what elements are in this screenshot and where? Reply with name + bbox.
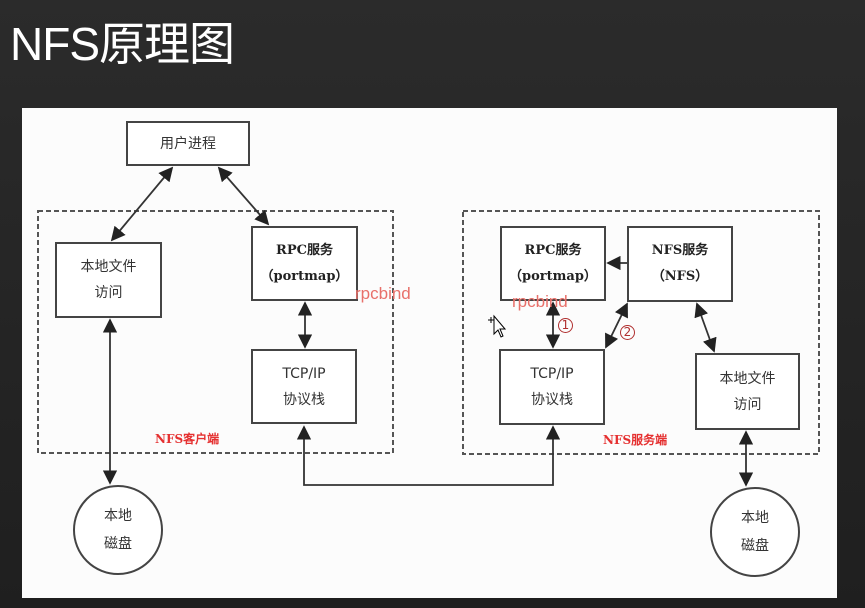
server-nfs-box: NFS服务 （NFS） [627,226,733,302]
arrow-user-localfile [110,166,174,242]
label: 本地文件 [80,259,137,275]
label: TCP/IP [282,365,326,382]
label: （portmap） [260,268,349,284]
server-boundary [462,210,820,455]
label: （NFS） [651,269,709,284]
client-boundary [37,210,394,454]
label: 本地 [741,510,769,526]
arrow-user-rpc [217,166,270,226]
client-tcpip-box: TCP/IP 协议栈 [251,349,357,424]
label: 协议栈 [283,391,325,408]
label: 访问 [733,396,762,413]
server-disk: 本地磁盘 [710,487,800,577]
user-process-box: 用户进程 [126,121,250,166]
server-tcpip-box: TCP/IP 协议栈 [499,349,605,425]
label: 本地 [104,508,132,524]
client-rpc-box: RPC服务 （portmap） [251,226,358,301]
server-local-file-box: 本地文件访问 [695,353,800,430]
client-local-file-box: 本地文件访问 [55,242,162,318]
arrow-nfs-localfile [694,302,717,353]
client-label: NFS客户端 [155,432,220,446]
label: 协议栈 [531,392,573,408]
user-process-label: 用户进程 [160,135,216,152]
server-rpc-box: RPC服务 （portmap） [500,226,606,301]
server-label: NFS服务端 [603,433,668,447]
slide-title: NFS原理图 [10,18,235,70]
label: 磁盘 [104,536,132,552]
label: 本地文件 [719,370,776,387]
mouse-cursor-icon [488,314,506,338]
label: 磁盘 [741,538,769,554]
step-1-badge: 1 [558,318,573,333]
client-disk: 本地磁盘 [73,485,163,575]
label: RPC服务 [276,242,333,258]
label: RPC服务 [524,242,582,258]
network-link [296,425,561,486]
label: （portmap） [509,268,597,284]
label: 访问 [94,285,123,301]
client-rpcbind-note: rpcbind [355,284,411,303]
arrow-nfs-tcp [605,302,628,349]
step-2-badge: 2 [620,325,635,340]
label: TCP/IP [530,366,574,382]
server-rpcbind-note: rpcbind [512,292,568,311]
label: NFS服务 [651,243,709,258]
